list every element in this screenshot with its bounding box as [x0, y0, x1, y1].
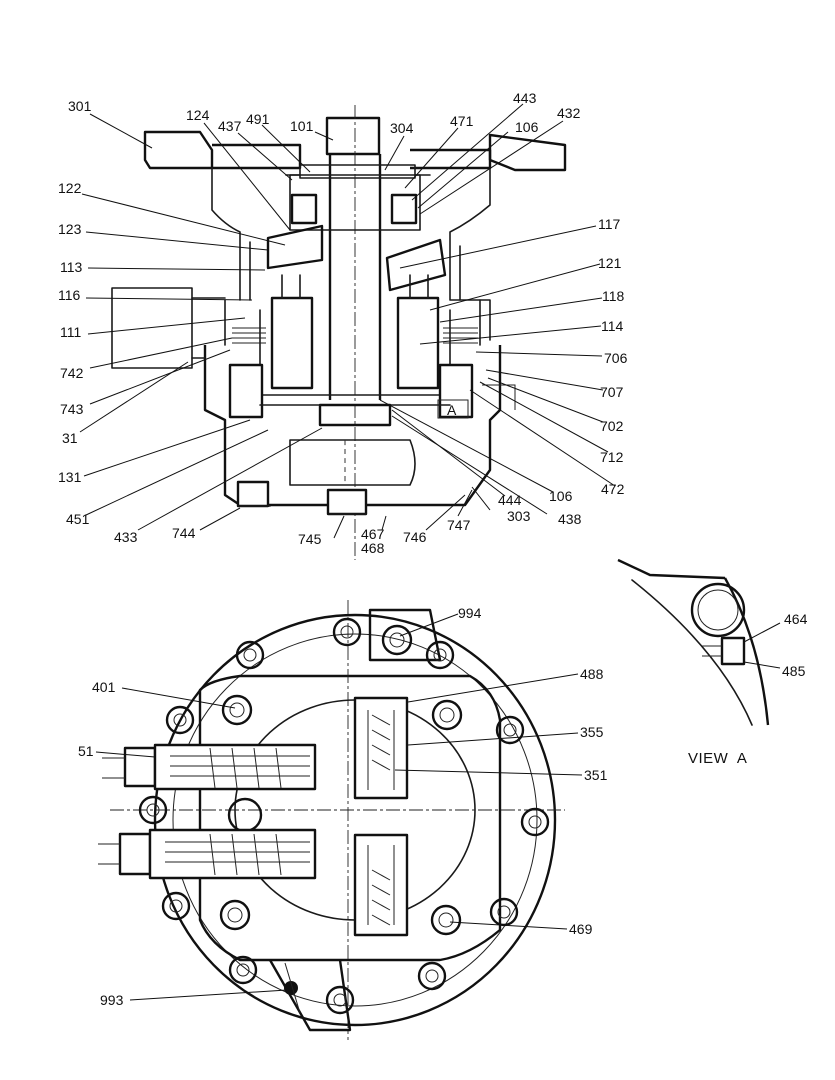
label-993: 993 [100, 992, 124, 1008]
view-a-detail [617, 558, 781, 726]
label-118: 118 [602, 288, 625, 304]
section-mark-a: A [447, 402, 457, 418]
view-a-title: VIEW A [688, 750, 747, 767]
label-464: 464 [784, 611, 808, 627]
label-301: 301 [68, 98, 92, 114]
label-743: 743 [60, 401, 84, 417]
label-707: 707 [600, 384, 624, 400]
label-131: 131 [58, 469, 82, 485]
sectional-view: A [111, 105, 567, 560]
label-451: 451 [66, 511, 90, 527]
label-114: 114 [601, 318, 624, 334]
relief-valve-lower [98, 828, 317, 880]
label-485: 485 [782, 663, 806, 679]
label-122: 122 [58, 180, 82, 196]
label-117: 117 [598, 216, 621, 232]
label-124: 124 [186, 107, 210, 123]
bottom-labels: 994 401 488 51 355 351 469 993 [78, 605, 608, 1008]
label-746: 746 [403, 529, 427, 545]
label-469: 469 [569, 921, 593, 937]
label-121: 121 [598, 255, 622, 271]
label-702: 702 [600, 418, 624, 434]
label-706: 706 [604, 350, 628, 366]
label-712: 712 [600, 449, 624, 465]
label-51: 51 [78, 743, 94, 759]
label-433: 433 [114, 529, 138, 545]
label-31: 31 [62, 430, 78, 446]
label-747: 747 [447, 517, 471, 533]
label-113: 113 [60, 259, 83, 275]
label-742: 742 [60, 365, 84, 381]
bolt-holes [138, 617, 550, 1015]
label-994: 994 [458, 605, 482, 621]
label-303: 303 [507, 508, 531, 524]
view-a-labels: 464 485 VIEW A [688, 611, 808, 767]
top-leaders [79, 103, 616, 539]
label-491: 491 [246, 111, 270, 127]
label-106-bottom: 106 [549, 488, 573, 504]
label-123: 123 [58, 221, 82, 237]
label-438: 438 [558, 511, 582, 527]
label-111: 111 [60, 324, 81, 340]
label-468: 468 [361, 540, 385, 556]
label-444: 444 [498, 492, 522, 508]
label-467: 467 [361, 526, 385, 542]
label-471: 471 [450, 113, 474, 129]
label-437: 437 [218, 118, 242, 134]
check-valves [353, 696, 409, 937]
brake-discs [232, 327, 478, 344]
label-116: 116 [58, 287, 81, 303]
label-744: 744 [172, 525, 196, 541]
label-401: 401 [92, 679, 116, 695]
plan-view [98, 600, 565, 1040]
label-745: 745 [298, 531, 322, 547]
label-304: 304 [390, 120, 414, 136]
label-472: 472 [601, 481, 625, 497]
top-labels: 301 124 437 491 101 304 471 443 106 432 … [58, 90, 628, 556]
label-106-top: 106 [515, 119, 539, 135]
label-432: 432 [557, 105, 581, 121]
relief-valve-upper [102, 743, 317, 791]
label-355: 355 [580, 724, 604, 740]
label-351: 351 [584, 767, 608, 783]
bottom-leaders [95, 613, 583, 1001]
label-101: 101 [290, 118, 314, 134]
label-443: 443 [513, 90, 537, 106]
label-488: 488 [580, 666, 604, 682]
